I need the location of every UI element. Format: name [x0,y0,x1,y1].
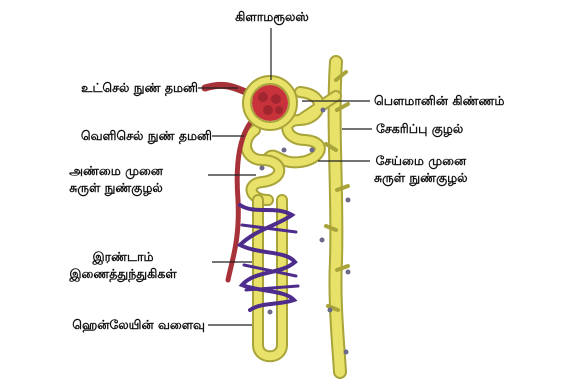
proximal-tubule [246,130,279,200]
collecting-duct [326,62,348,372]
label-efferent-arteriole: வெளிசெல் நுண் தமனி [81,127,212,144]
label-capillary-line1: இரண்டாம் [36,248,210,265]
label-loop-of-henle: ஹென்லேயின் வளைவு [72,316,205,333]
capillary-network [240,205,298,310]
label-capillary-line2: இணைத்துந்துகிகள் [36,265,210,282]
label-collecting-duct: சேகரிப்பு குழல் [376,120,463,137]
label-distal-tubule: சேய்மை முனை சுருள் நுண்குழல் [374,152,468,186]
label-proximal-tubule-line2: சுருள் நுண்குழல் [26,179,206,196]
label-glomerulus: கிளாமரூலஸ் [220,8,324,25]
label-proximal-tubule: அண்மை முனை சுருள் நுண்குழல் [26,162,206,196]
label-peritubular-capillaries: இரண்டாம் இணைத்துந்துகிகள் [36,248,210,282]
glomerulus [252,85,288,121]
label-distal-tubule-line1: சேய்மை முனை [374,152,468,169]
label-bowmans-capsule: பௌமானின் கிண்ணம் [374,92,504,109]
label-afferent-arteriole: உட்செல் நுண் தமனி [81,79,198,96]
label-distal-tubule-line2: சுருள் நுண்குழல் [374,169,468,186]
label-proximal-tubule-line1: அண்மை முனை [26,162,206,179]
